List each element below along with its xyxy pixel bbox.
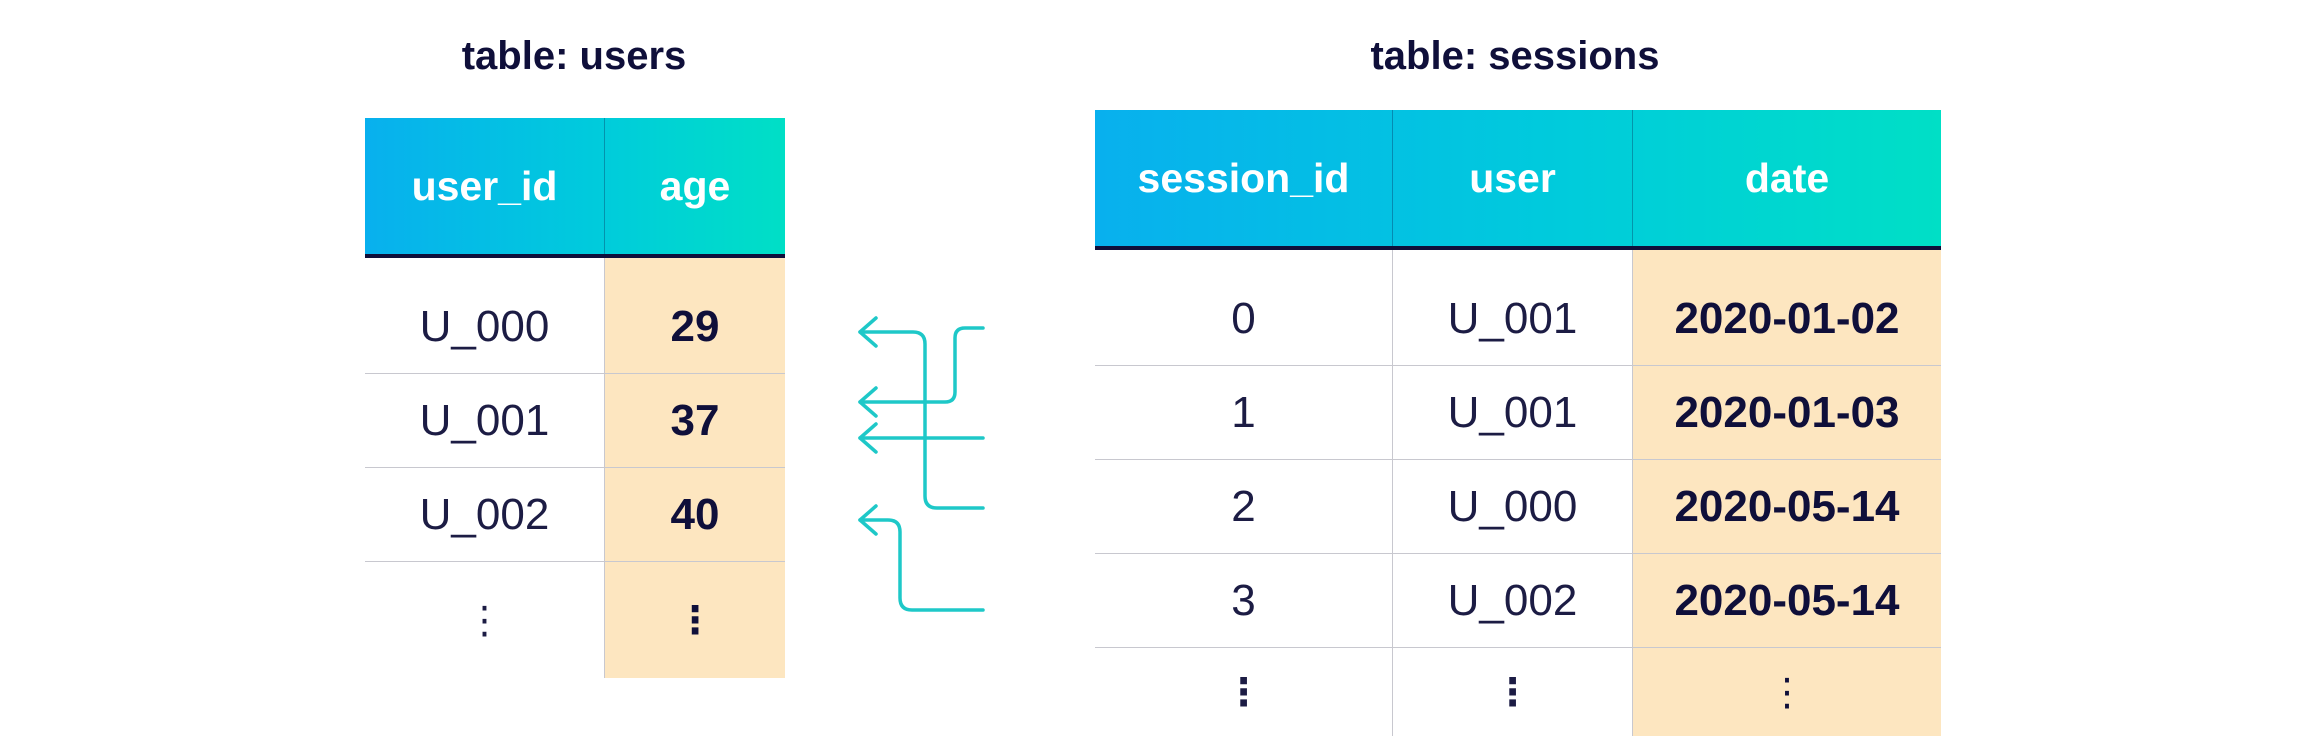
arrow-session-2-to-user-u000 (858, 330, 985, 510)
user-cell: U_000 (1393, 460, 1633, 553)
table-row: U_002 40 (365, 468, 785, 562)
column-header-user-id: user_id (365, 118, 605, 254)
session-id-cell: 0 (1095, 272, 1393, 365)
table-row: U_001 37 (365, 374, 785, 468)
arrowhead (858, 504, 878, 536)
table-row: U_000 29 (365, 280, 785, 374)
ellipsis-cell: ⋮ (365, 562, 605, 678)
sessions-table-title: table: sessions (1370, 34, 1660, 78)
date-cell: 2020-05-14 (1633, 554, 1941, 647)
session-id-cell: 3 (1095, 554, 1393, 647)
ellipsis-cell: ⋮ (1095, 648, 1393, 736)
table-row: 3 U_002 2020-05-14 (1095, 554, 1941, 648)
column-header-user: user (1393, 110, 1633, 246)
sessions-table: session_id user date 0 U_001 2020-01-02 … (1095, 110, 1941, 736)
user-cell: U_001 (1393, 272, 1633, 365)
column-header-session-id: session_id (1095, 110, 1393, 246)
ellipsis-cell: ⋮ (605, 562, 785, 678)
users-table-header: user_id age (365, 118, 785, 258)
ellipsis-cell: ⋮ (1393, 648, 1633, 736)
spacer (1095, 250, 1941, 272)
column-header-age: age (659, 162, 731, 209)
session-id-cell: 1 (1095, 366, 1393, 459)
user-cell: U_001 (1393, 366, 1633, 459)
table-row: 1 U_001 2020-01-03 (1095, 366, 1941, 460)
age-cell: 37 (605, 374, 785, 467)
arrow-session-0-to-user-u001 (858, 326, 985, 404)
arrowhead (858, 316, 878, 348)
user-id-cell: U_001 (365, 374, 605, 467)
column-header-date: date (1744, 154, 1830, 201)
table-row-ellipsis: ⋮ ⋮ ⋮ (1095, 648, 1941, 736)
ellipsis-cell: ⋮ (1633, 648, 1941, 736)
arrowhead (858, 386, 878, 418)
users-table-title: table: users (461, 34, 687, 78)
table-row: 0 U_001 2020-01-02 (1095, 272, 1941, 366)
user-id-cell: U_002 (365, 468, 605, 561)
age-cell: 29 (605, 280, 785, 373)
spacer (365, 258, 785, 280)
date-cell: 2020-05-14 (1633, 460, 1941, 553)
arrow-session-3-to-user-u002 (858, 518, 985, 612)
user-cell: U_002 (1393, 554, 1633, 647)
date-cell: 2020-01-02 (1633, 272, 1941, 365)
arrowhead (858, 422, 878, 454)
date-cell: 2020-01-03 (1633, 366, 1941, 459)
session-id-cell: 2 (1095, 460, 1393, 553)
table-row-ellipsis: ⋮ ⋮ (365, 562, 785, 678)
user-id-cell: U_000 (365, 280, 605, 373)
users-table: user_id age U_000 29 U_001 37 U_002 40 ⋮… (365, 118, 785, 678)
sessions-table-header: session_id user date (1095, 110, 1941, 250)
table-row: 2 U_000 2020-05-14 (1095, 460, 1941, 554)
age-cell: 40 (605, 468, 785, 561)
